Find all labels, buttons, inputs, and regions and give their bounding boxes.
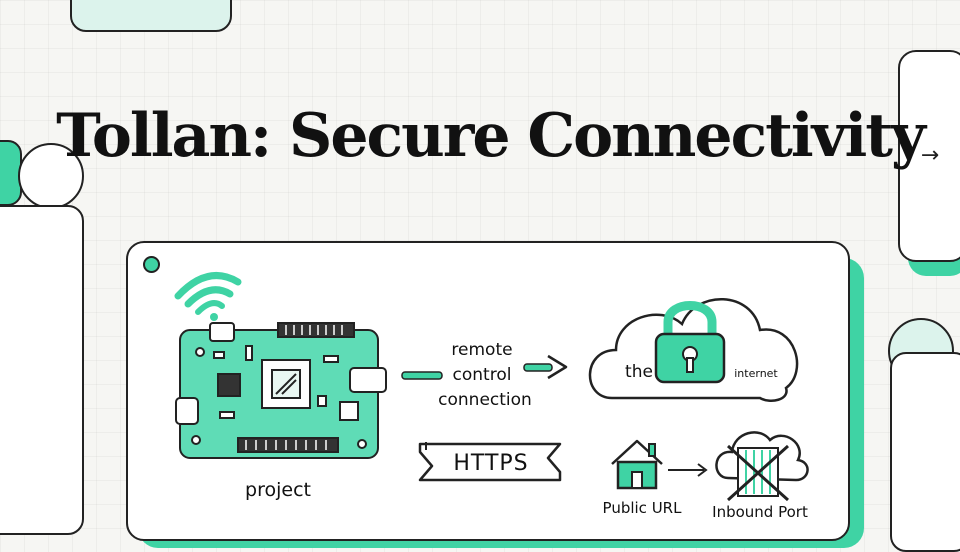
decorative-card-right <box>890 352 960 552</box>
inbound-port-label: Inbound Port <box>712 503 808 520</box>
wifi-icon <box>174 272 242 321</box>
https-banner <box>418 442 562 482</box>
cloud-lock-icon <box>588 298 799 402</box>
connection-label: remote control connection <box>438 340 532 410</box>
decorative-card-top <box>70 0 232 32</box>
project-label: project <box>245 479 311 501</box>
arrow-right-icon-small <box>668 463 708 477</box>
cloud-crossed-icon <box>715 431 809 502</box>
connection-label-line-3: connection <box>438 390 532 410</box>
panel-dot <box>143 256 160 273</box>
next-slide-card[interactable] <box>898 50 960 262</box>
cloud-label-internet: internet <box>734 367 778 380</box>
next-arrow-icon[interactable]: → <box>920 142 940 168</box>
previous-slide-card <box>0 205 84 535</box>
decorative-circle-left <box>18 143 84 209</box>
house-icon <box>611 439 663 490</box>
slide-title: Tollan: Secure Connectivity <box>56 101 926 171</box>
arrow-right-icon <box>401 354 568 380</box>
connection-label-line-2: control <box>453 365 512 385</box>
connection-label-line-1: remote <box>451 340 512 360</box>
public-url-label: Public URL <box>603 499 683 517</box>
circuit-board-icon <box>175 322 387 459</box>
cloud-label-the: the <box>625 362 653 382</box>
https-label: HTTPS <box>453 451 528 476</box>
connectivity-diagram: project remote control connection the in… <box>174 272 809 520</box>
